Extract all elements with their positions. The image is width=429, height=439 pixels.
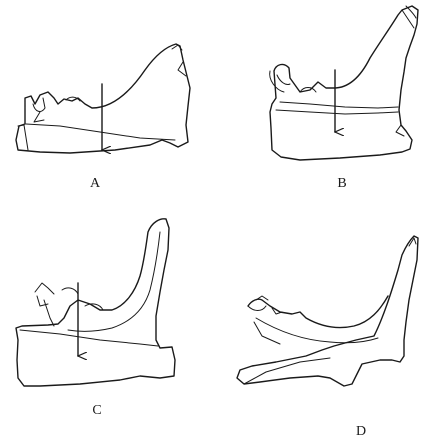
panel-b-label: B [337,176,346,191]
panel-a-drawing [16,44,190,153]
panel-b-drawing [270,6,418,160]
panel-c-drawing [16,219,175,386]
panel-d-label: D [356,424,366,439]
panel-d-drawing [237,236,418,386]
panel-c-label: C [92,403,101,418]
panel-a-label: A [90,176,101,191]
